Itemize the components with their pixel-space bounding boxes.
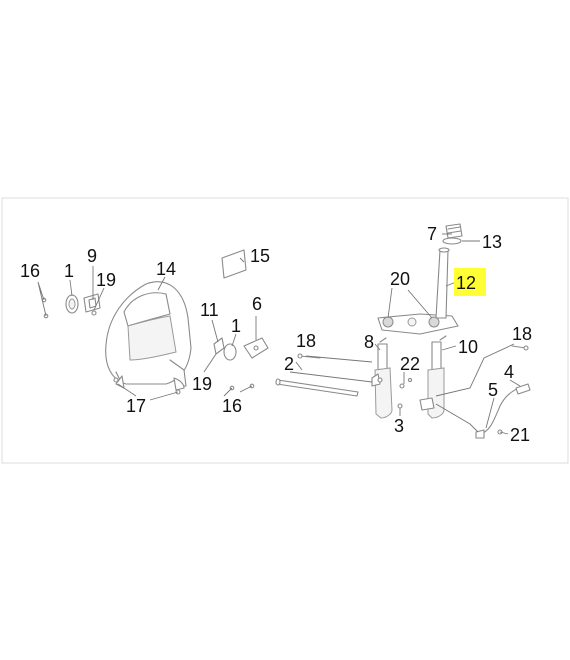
callout-6: 6 [252, 294, 262, 314]
callout-14: 14 [156, 259, 176, 279]
callout-9: 9 [87, 246, 97, 266]
callout-7: 7 [427, 224, 437, 244]
callout-11: 11 [200, 300, 219, 320]
callout-16-right: 16 [222, 396, 242, 416]
callout-18-left: 18 [296, 331, 316, 351]
triple-clamp-part-20 [377, 313, 459, 343]
callout-16-left: 16 [20, 261, 40, 281]
callout-1-left: 1 [64, 261, 74, 281]
callout-20: 20 [390, 269, 410, 289]
hose-clip-part-4 [515, 383, 531, 395]
bracket-part-6 [243, 337, 269, 359]
callout-labels: 16 1 9 19 14 15 11 6 1 19 16 17 18 2 8 2… [20, 224, 532, 445]
callout-18-right: 18 [512, 324, 532, 344]
reflector-bracket-11 [213, 337, 237, 361]
diagram-frame [1, 197, 569, 464]
bolt-part-18-right [511, 345, 529, 351]
callout-15: 15 [250, 246, 270, 266]
callout-22: 22 [400, 354, 420, 374]
bolt-part-22 [399, 377, 413, 389]
callout-19-left: 19 [96, 270, 116, 290]
washer-part-13 [442, 237, 462, 245]
callout-19-right: 19 [192, 374, 212, 394]
bolt-part-3 [397, 403, 403, 409]
sticker-part-15 [221, 249, 247, 279]
callout-13: 13 [482, 232, 502, 252]
front-fender-part [105, 281, 192, 391]
callout-10: 10 [458, 337, 478, 357]
callout-17: 17 [126, 396, 146, 416]
callout-3: 3 [394, 416, 404, 436]
axle-part-2 [275, 378, 359, 397]
callout-21: 21 [510, 425, 530, 445]
callout-4: 4 [504, 362, 514, 382]
callout-2: 2 [284, 354, 294, 374]
leader-lines [37, 233, 521, 435]
callout-1-right: 1 [231, 316, 241, 336]
bracket-part-9 [83, 293, 101, 316]
callout-highlight-box [454, 268, 486, 296]
callout-5: 5 [488, 380, 498, 400]
steering-stem-part-12 [435, 247, 450, 319]
stem-nut-part-7 [445, 223, 463, 239]
callout-8: 8 [364, 332, 374, 352]
fork-leg-part-8 [371, 343, 393, 419]
fork-leg-part-10 [419, 341, 445, 419]
reflector-part-1 [65, 294, 79, 314]
callout-12: 12 [456, 273, 476, 293]
bolt-part-18-left [297, 353, 321, 359]
